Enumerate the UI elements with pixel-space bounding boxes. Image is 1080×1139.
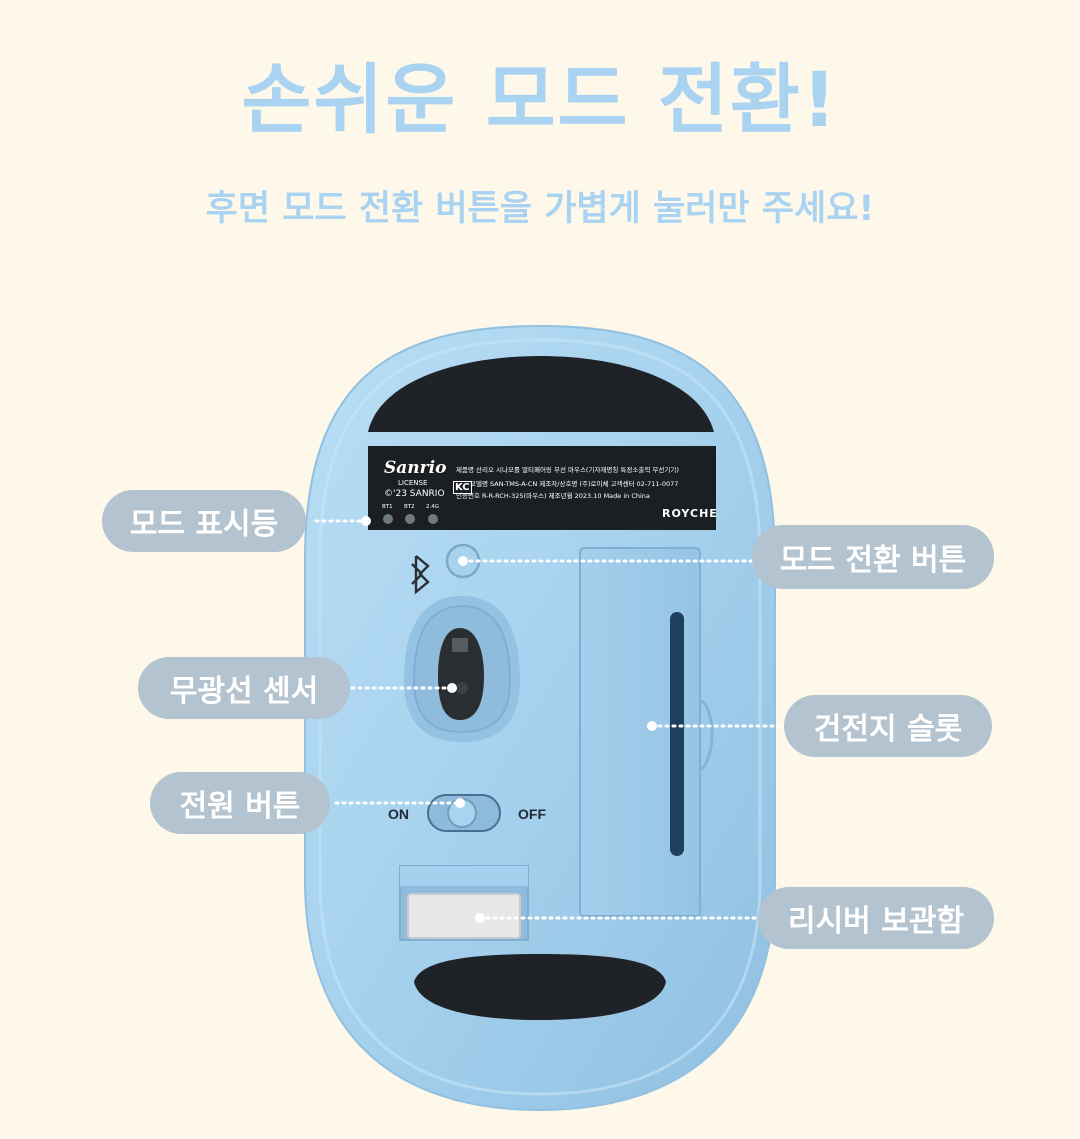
bottom-glide-pad bbox=[414, 954, 666, 1020]
led-label-bt2: BT2 bbox=[404, 504, 415, 510]
sticker-brand: Sanrio bbox=[384, 458, 447, 478]
page-title: 손쉬운 모드 전환! bbox=[241, 55, 839, 144]
bluetooth-icon bbox=[411, 555, 430, 595]
sticker-line-1: 제품명 산리오 시나모롤 멀티페어링 무선 마우스(기자재명칭 특정소출력 무선… bbox=[456, 466, 679, 474]
top-glide-pad bbox=[368, 356, 714, 432]
info-sticker bbox=[368, 446, 716, 530]
label-power-button: 전원 버튼 bbox=[150, 772, 330, 834]
label-mode-indicator: 모드 표시등 bbox=[102, 490, 306, 552]
led-label-24g: 2.4G bbox=[426, 504, 440, 510]
label-receiver-storage: 리시버 보관함 bbox=[758, 887, 994, 949]
switch-on-label: ON bbox=[388, 806, 409, 822]
sticker-copyright: ©'23 SANRIO bbox=[384, 489, 445, 499]
label-battery-slot: 건전지 슬롯 bbox=[784, 695, 992, 757]
battery-window bbox=[670, 612, 684, 856]
sticker-line-2: 모델명 SAN-TMS-A-CN 제조자/상호명 (주)로이체 고객센터 02-… bbox=[470, 480, 679, 488]
sticker-kc-mark: KC bbox=[453, 481, 472, 494]
label-mode-switch-button: 모드 전환 버튼 bbox=[752, 525, 994, 589]
sticker-license: LICENSE bbox=[398, 479, 428, 487]
led-label-bt1: BT1 bbox=[382, 504, 393, 510]
page-subtitle: 후면 모드 전환 버튼을 가볍게 눌러만 주세요! bbox=[205, 189, 875, 229]
receiver-dongle bbox=[407, 893, 521, 939]
switch-off-label: OFF bbox=[518, 806, 546, 822]
sticker-manufacturer: ROYCHE bbox=[662, 507, 718, 520]
sticker-line-3: 인증번호 R-R-RCH-325(마우스) 제조년월 2023.10 Made … bbox=[456, 492, 650, 500]
label-sensor: 무광선 센서 bbox=[138, 657, 350, 719]
